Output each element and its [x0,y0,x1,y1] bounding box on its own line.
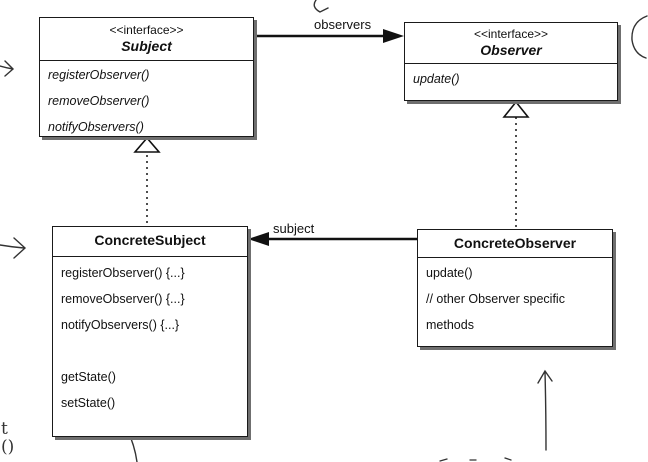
observer-interface-box[interactable]: <<interface>> Observer update() [404,22,618,101]
observer-op-update: update() [413,72,460,86]
concrete-observer-op-methods: methods [426,318,474,332]
concrete-observer-name: ConcreteObserver [453,235,577,251]
concrete-observer-op-update: update() [426,266,473,280]
subject-op-register: registerObserver() [48,68,150,82]
handdrawn-arrow-up-observer [537,369,553,451]
subject-interface-box[interactable]: <<interface>> Subject registerObserver()… [39,17,254,137]
observers-association-arrow [253,29,404,43]
handdrawn-arrow-left-top [0,60,15,77]
observers-association-label: observers [314,17,372,32]
subject-op-notify: notifyObservers() [48,120,144,134]
handdrawn-arrow-left-mid [0,237,27,259]
margin-handwritten-note: t () [1,420,14,456]
concrete-subject-op-register: registerObserver() {...} [61,266,185,280]
handdrawn-curve-top-right [631,15,648,59]
concrete-subject-box[interactable]: ConcreteSubject registerObserver() {...}… [52,226,248,437]
concrete-subject-name: ConcreteSubject [94,232,206,248]
margin-text-line-2: () [1,437,15,457]
concrete-subject-op-setstate: setState() [61,396,116,410]
handdrawn-scribble-bottom [439,457,512,462]
concrete-subject-op-getstate: getState() [61,370,116,384]
handdrawn-curve-top [313,0,329,13]
observer-interface-header: <<interface>> Observer [405,23,617,64]
concrete-observer-op-other: // other Observer specific [426,292,565,306]
concrete-subject-operations: registerObserver() {...} removeObserver(… [53,257,247,416]
observer-realization-arrow [502,100,530,227]
margin-text-line-1: t [1,419,8,439]
subject-stereotype: <<interface>> [109,23,184,37]
concrete-observer-box[interactable]: ConcreteObserver update() // other Obser… [417,229,613,347]
concrete-observer-header: ConcreteObserver [418,230,612,258]
concrete-observer-operations: update() // other Observer specific meth… [418,258,612,338]
observer-interface-name: Observer [480,42,542,58]
subject-operations: registerObserver() removeObserver() noti… [40,61,253,140]
subject-association-arrow [248,232,418,246]
subject-association-label: subject [273,221,315,236]
observer-stereotype: <<interface>> [473,27,549,41]
subject-realization-arrow [133,136,161,223]
concrete-subject-header: ConcreteSubject [53,227,247,257]
concrete-subject-op-spacer [53,338,247,364]
subject-interface-header: <<interface>> Subject [40,18,253,61]
subject-interface-name: Subject [121,38,172,54]
observer-operations: update() [405,64,617,92]
subject-op-remove: removeObserver() [48,94,150,108]
concrete-subject-op-notify: notifyObservers() {...} [61,318,180,332]
concrete-subject-op-remove: removeObserver() {...} [61,292,185,306]
